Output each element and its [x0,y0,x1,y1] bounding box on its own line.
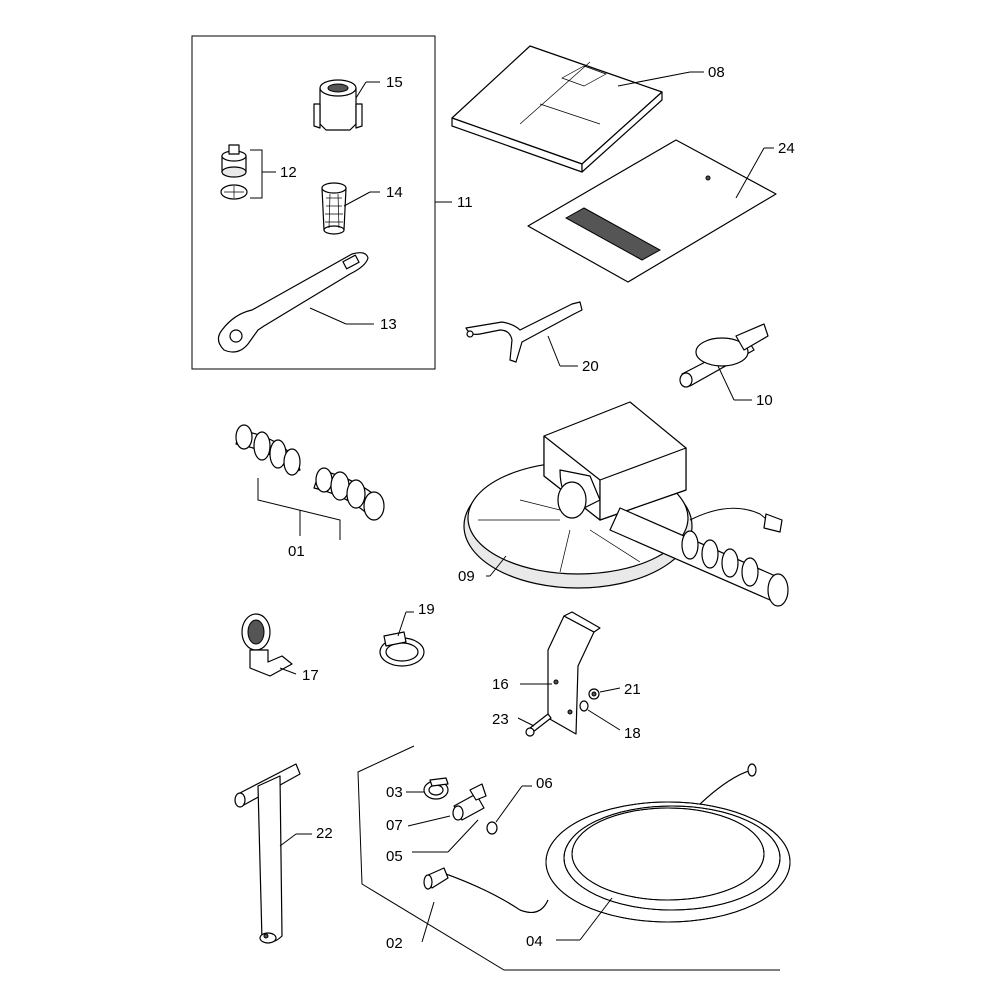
part-18-washer: 18 [579,700,641,742]
part-01-hoses: 01 [235,424,385,560]
callout-14: 14 [386,184,403,201]
callout-06: 06 [536,775,553,792]
callout-11: 11 [457,194,473,211]
callout-19: 19 [418,601,435,618]
part-12-nozzle: 12 [220,144,297,200]
part-15-holder: 15 [313,74,403,131]
callout-15: 15 [386,74,403,91]
callout-21: 21 [624,681,641,698]
callout-12: 12 [280,164,297,181]
callout-02: 02 [386,935,403,952]
callout-03: 03 [386,784,403,801]
part-13-wrench: 13 [217,252,397,353]
callout-07: 07 [386,817,403,834]
hose-kit-group: 02 [357,745,780,971]
callout-10: 10 [756,392,773,409]
callout-01: 01 [288,543,305,560]
callout-17: 17 [302,667,319,684]
hose-kit-bracket-line [357,745,780,971]
part-09-pump: 09 [458,401,789,607]
part-14-filter: 14 [321,182,403,235]
callout-23: 23 [492,711,509,728]
part-06-oring: 06 [486,775,553,835]
part-08-manual: 08 [451,45,725,173]
callout-18: 18 [624,725,641,742]
part-16-bracket: 16 [492,611,601,735]
callout-13: 13 [380,316,397,333]
part-24-sheet: 24 [527,139,795,283]
part-17-bracket: 17 [241,613,319,684]
part-22-handle: 22 [234,763,333,944]
callout-24: 24 [778,140,795,157]
callout-09: 09 [458,568,475,585]
kit-box-group: 11 [191,35,473,370]
part-19-clamp: 19 [379,601,435,667]
callout-22: 22 [316,825,333,842]
callout-20: 20 [582,358,599,375]
part-07-fitting: 07 [386,783,487,834]
part-20-key: 20 [465,301,599,375]
part-04-coiled-hose: 04 [423,763,791,950]
callout-16: 16 [492,676,509,693]
part-03-clamp: 03 [386,777,449,801]
callout-05: 05 [386,848,403,865]
callout-04: 04 [526,933,543,950]
part-05-fitting: 05 [386,819,479,865]
part-23-bolt: 23 [492,711,552,737]
part-10-pin: 10 [679,323,773,409]
callout-08: 08 [708,64,725,81]
part-21-nut: 21 [588,681,641,700]
